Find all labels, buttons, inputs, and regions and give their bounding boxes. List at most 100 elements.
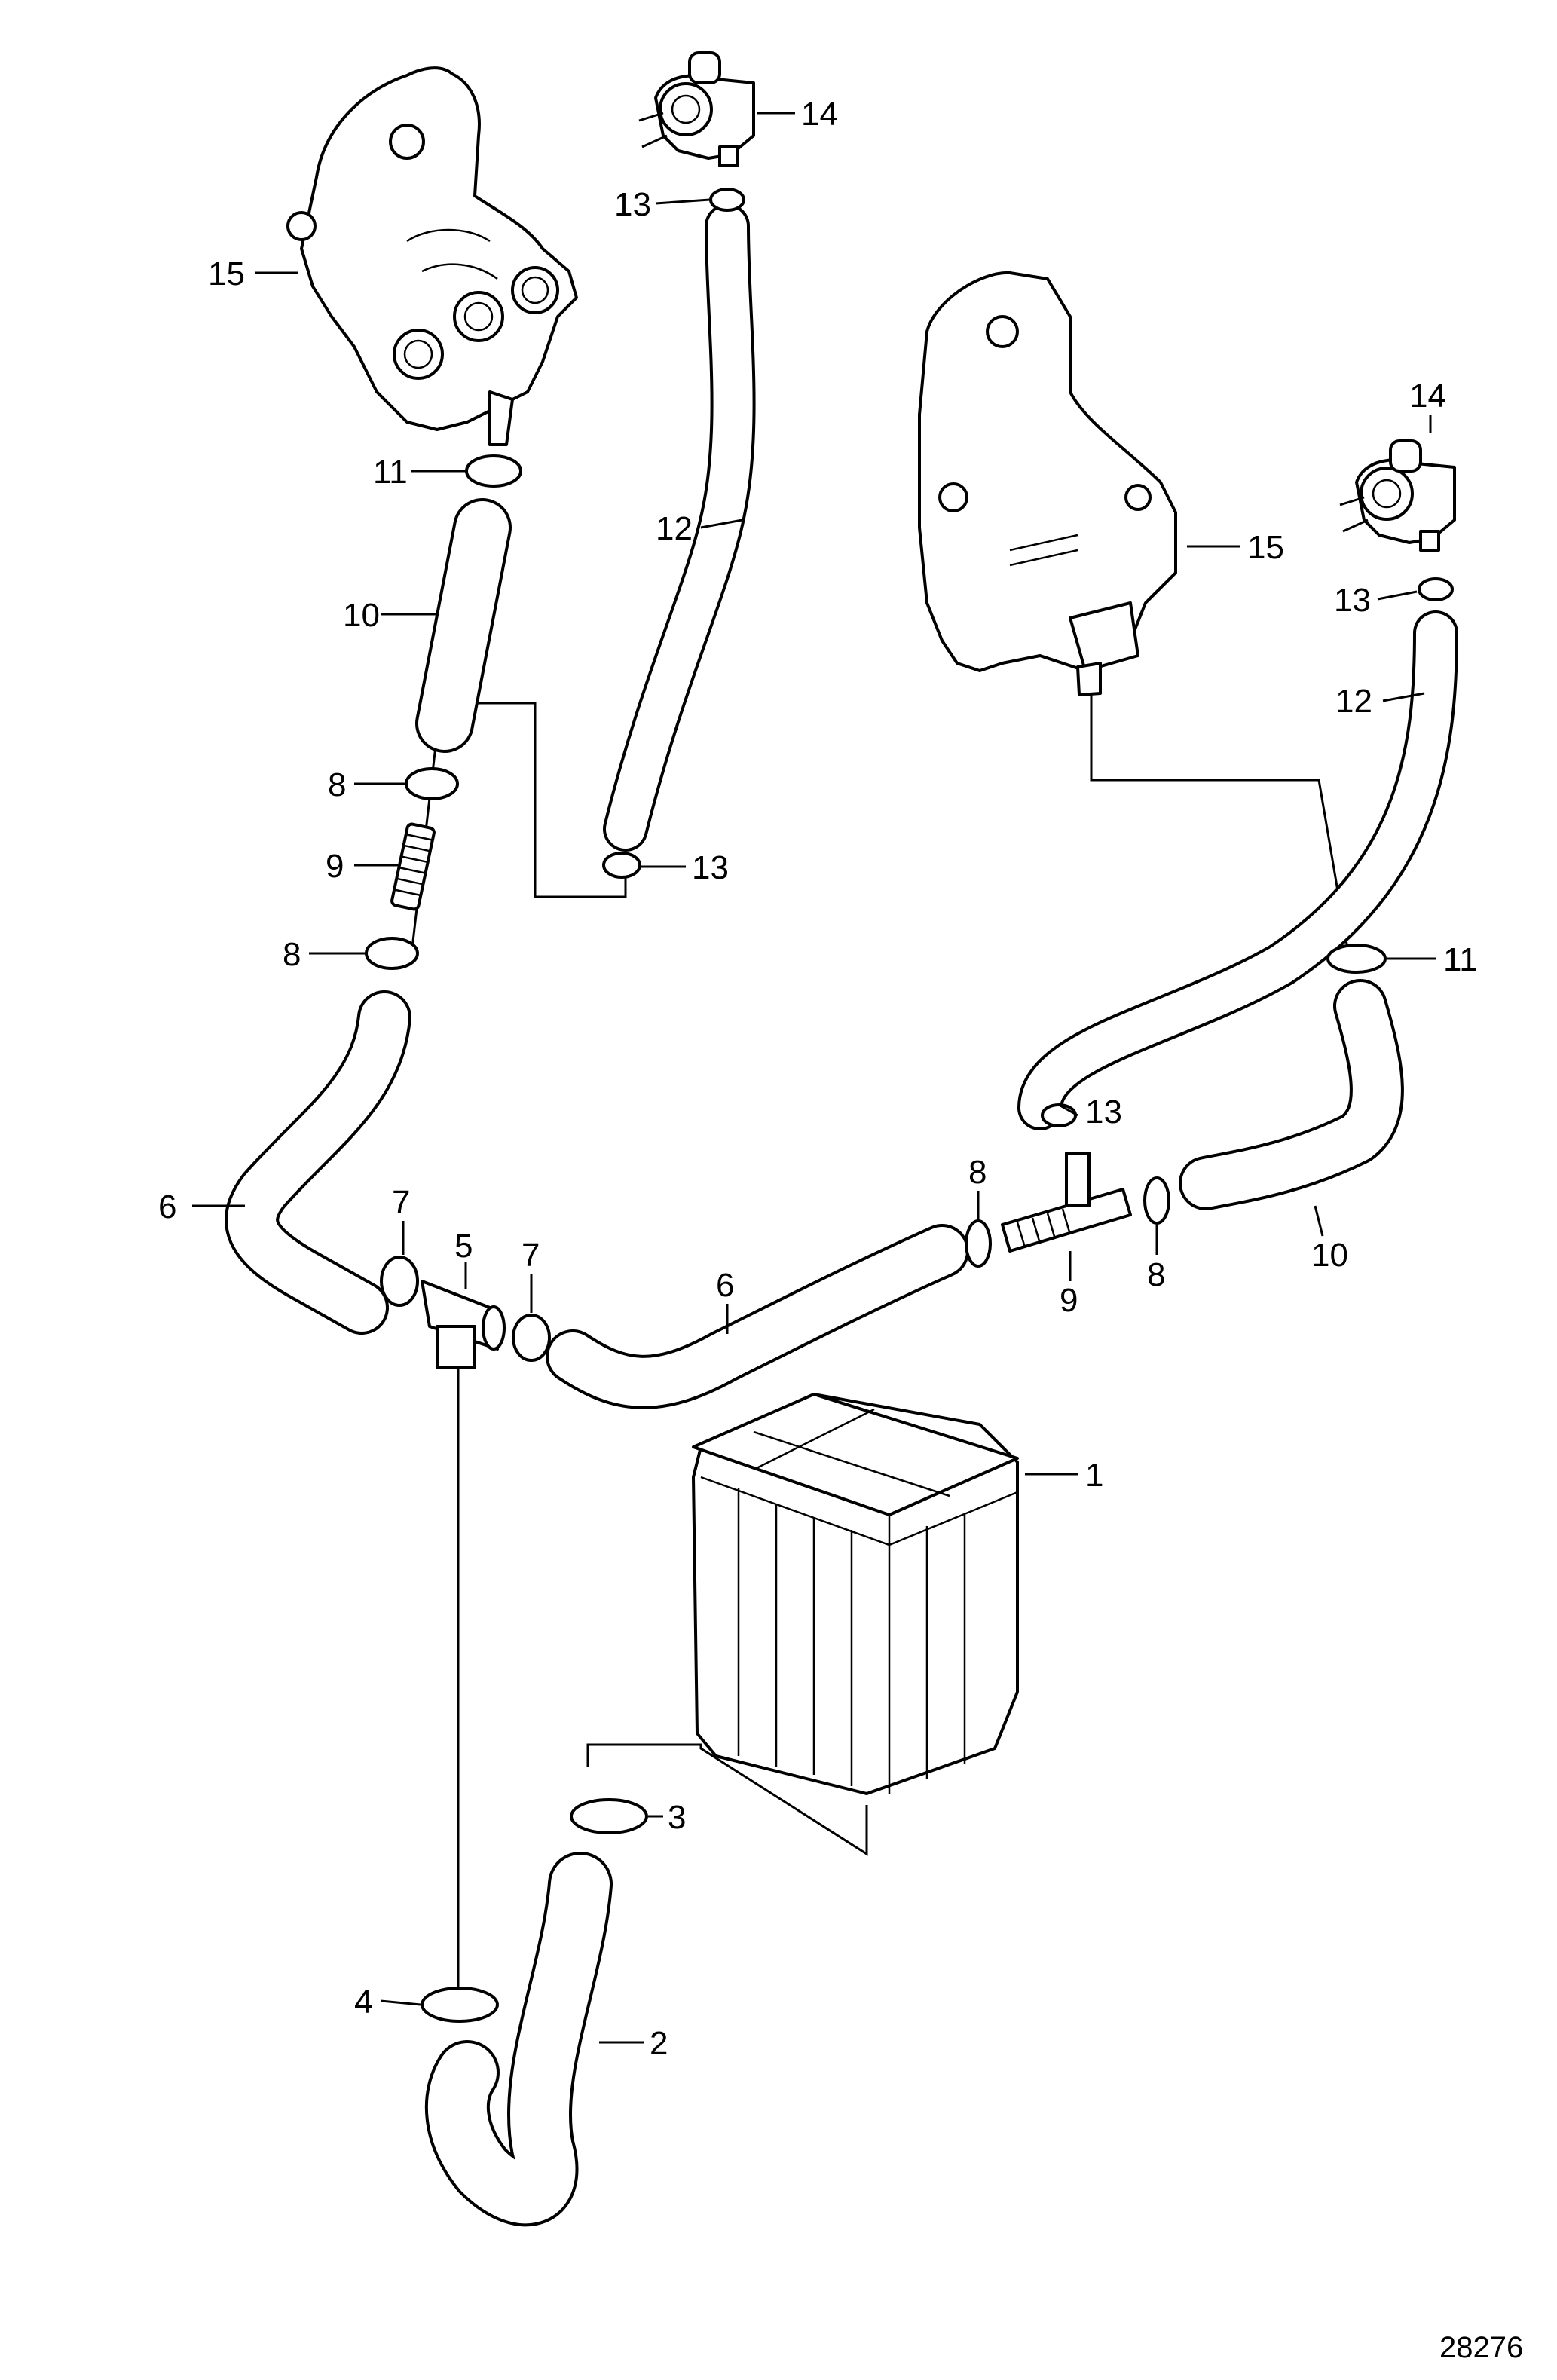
manifold-left-port-1-inner — [403, 339, 433, 369]
clamps — [365, 188, 1454, 2023]
connection-line-right-manifold — [1090, 686, 1351, 958]
cooler-fins — [737, 1488, 966, 1786]
callout-4: 4 — [354, 1984, 372, 2021]
callout-11-left: 11 — [373, 454, 408, 491]
clamp-13-left-top — [709, 188, 745, 212]
figure-reference-number: 28276 — [1439, 2331, 1523, 2364]
callout-12-right: 12 — [1335, 683, 1372, 720]
clamp-11-left — [465, 454, 522, 488]
cooler-top-ribs — [753, 1408, 950, 1497]
hose-10-left-fill — [418, 501, 509, 750]
clamp-4 — [421, 1987, 499, 2023]
callout-10-left: 10 — [343, 597, 380, 634]
manifold-left-port-top — [389, 124, 425, 160]
manifold-right-logo-lines — [1009, 534, 1078, 567]
valve-right-stud — [1339, 496, 1365, 506]
clamp-8-left-bottom — [365, 937, 419, 970]
callout-7-right: 7 — [522, 1237, 540, 1274]
manifold-right-port-right — [1124, 484, 1152, 511]
manifold-left-port-3 — [511, 266, 559, 314]
clamp-8-right-right — [1143, 1176, 1170, 1225]
callout-9-right: 9 — [1060, 1282, 1078, 1319]
callout-1: 1 — [1085, 1457, 1103, 1494]
manifold-left-port-3-inner — [521, 276, 549, 304]
callout-9-left: 9 — [326, 848, 344, 885]
valve-left-stud-2 — [641, 134, 668, 148]
clamp-3 — [570, 1798, 648, 1834]
callout-15-right: 15 — [1247, 529, 1284, 566]
exhaust-manifold-left — [286, 66, 578, 446]
manifold-left-rib — [406, 228, 498, 280]
clamp-13-right-bottom — [1041, 1103, 1077, 1127]
callout-8-left-top: 8 — [328, 766, 346, 803]
valve-right-outlet — [1419, 530, 1440, 552]
connectors — [390, 822, 1132, 1369]
callout-6-right: 6 — [716, 1267, 734, 1304]
thermostat-valve-right — [1339, 439, 1456, 552]
valve-right-disc-inner — [1372, 479, 1402, 509]
manifold-right-flange — [1069, 601, 1139, 672]
valve-left-top-port — [688, 51, 721, 84]
manifold-left-port-1 — [393, 329, 444, 380]
hose-6-left-fill — [228, 993, 408, 1332]
valve-left-disc — [659, 82, 713, 136]
callout-13-left-top: 13 — [614, 186, 651, 223]
connector-9-right-branch — [1065, 1152, 1091, 1207]
callout-3: 3 — [668, 1799, 686, 1836]
callout-8-left-bottom: 8 — [283, 936, 301, 973]
connector-9-left-body — [390, 822, 436, 911]
thermostat-valve-left — [638, 51, 755, 167]
callout-labels: 1 2 3 4 5 6 6 7 7 8 8 8 8 9 9 10 10 11 1… — [158, 96, 1478, 2062]
tee-5 — [421, 1280, 506, 1369]
callout-14-right: 14 — [1409, 378, 1446, 415]
hose-6-right-fill — [549, 1227, 966, 1406]
hoses — [225, 203, 1458, 2227]
connection-line-left-manifold — [445, 702, 627, 898]
hose-2-fill — [427, 1855, 610, 2224]
callout-12-left: 12 — [656, 510, 693, 547]
manifold-right-outlet — [1076, 662, 1102, 696]
callout-15-left: 15 — [208, 255, 245, 292]
connector-9-right-ridges — [1016, 1208, 1072, 1248]
tee-5-branch — [436, 1325, 476, 1369]
callout-8-right-left: 8 — [968, 1154, 987, 1191]
exhaust-manifold-right — [918, 271, 1177, 696]
callout-2: 2 — [650, 2025, 668, 2062]
connector-9-left — [390, 822, 436, 911]
heat-exchanger-1 — [692, 1393, 1019, 1795]
manifold-left-outlet — [488, 390, 514, 446]
manifold-left-body — [300, 66, 578, 431]
clamp-13-left-bottom — [602, 852, 641, 879]
callout-7-left: 7 — [392, 1184, 410, 1221]
clamp-8-left-top — [405, 767, 459, 800]
callout-10-right: 10 — [1311, 1237, 1348, 1274]
hose-12-left-fill — [606, 206, 753, 849]
callout-13-left-bottom: 13 — [692, 849, 729, 886]
callout-14-left: 14 — [801, 96, 838, 133]
hose-10-right-fill — [1182, 982, 1401, 1207]
manifold-left-port-2 — [453, 291, 504, 342]
callout-leaders — [192, 112, 1436, 2044]
valve-left-disc-inner — [671, 94, 701, 124]
clamp-8-right-left — [965, 1219, 992, 1268]
manifold-right-body — [918, 271, 1177, 672]
tee-5-end — [482, 1305, 506, 1351]
clamp-11-right — [1326, 944, 1387, 974]
callout-6-left: 6 — [158, 1188, 176, 1225]
valve-left-outlet — [718, 145, 739, 167]
callout-13-right-top: 13 — [1334, 582, 1371, 619]
hose-12-right-fill — [1020, 613, 1455, 1127]
manifold-right-port-side — [938, 482, 968, 512]
callout-5: 5 — [454, 1228, 473, 1265]
cooler-edges — [700, 1476, 1018, 1794]
connection-line-cooler-to-clamp3 — [586, 1743, 868, 1856]
manifold-left-port-side — [286, 211, 317, 241]
valve-left-stud — [638, 112, 664, 122]
cooler-top — [692, 1393, 1019, 1516]
callout-13-right-bottom: 13 — [1085, 1094, 1122, 1130]
manifold-right-port-top — [986, 315, 1019, 348]
clamp-7-right — [512, 1314, 551, 1362]
clamp-7-left — [380, 1256, 419, 1307]
